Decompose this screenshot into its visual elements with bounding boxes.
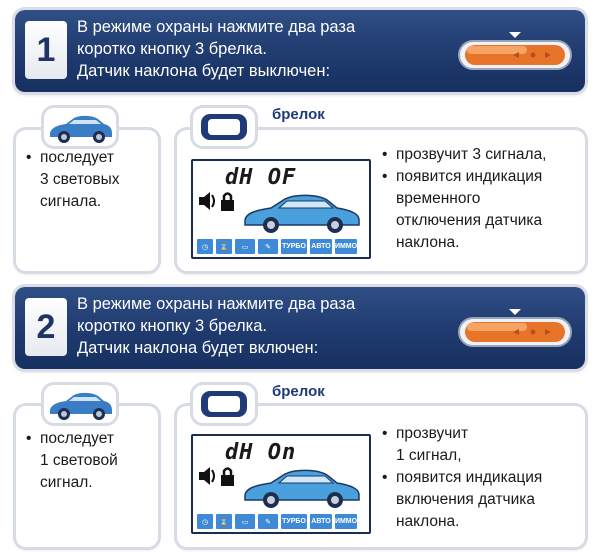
lcd-code: dH OF [225,165,297,190]
key-fob-button-icon [458,309,572,347]
car-response-line: 3 световых [40,171,120,188]
fob-response-line: появится индикация [396,168,543,185]
car-response: • последует 3 световых сигнала. [26,147,152,213]
battery-icon: ▭ [235,514,255,529]
bullet: • [26,430,32,447]
wrench-icon: ✎ [258,239,278,254]
auto-indicator: АВТО [310,239,332,254]
car-badge [44,108,116,146]
car-response-line: сигнал. [40,474,93,491]
fob-response-line: прозвучит [396,425,469,442]
battery-icon: ▭ [235,239,255,254]
key-fob-button-icon [458,32,572,70]
lcd-status-icons: ◷ ⌛ ▭ ✎ ТУРБО АВТО ИММО [197,514,357,529]
instruction-line: В режиме охраны нажмите два раза [77,295,356,313]
hourglass-icon: ⌛ [216,239,232,254]
car-response: • последует 1 световой сигнал. [26,428,152,494]
bullet: • [26,149,32,166]
lcd-display: dH OF ◷ ⌛ ▭ ✎ ТУРБО АВТО ИММО [191,159,371,259]
fob-badge [193,108,255,146]
bullet: • [382,425,388,442]
car-panel: • последует 1 световой сигнал. [16,406,158,547]
instruction-line: коротко кнопку 3 брелка. [77,317,267,335]
lcd-car-icon [244,469,360,508]
auto-indicator: АВТО [310,514,332,529]
car-response-line: сигнала. [40,193,102,210]
lcd-display: dH On ◷ ⌛ ▭ ✎ ТУРБО АВТО ИММО [191,434,371,534]
car-icon [50,115,112,143]
step-2-header: 2 В режиме охраны нажмите два раза корот… [15,287,585,369]
fob-response-line: прозвучит 3 сигнала, [396,146,547,163]
car-response-line: последует [40,430,114,447]
fob-response: • прозвучит 3 сигнала, • появится индикаци… [382,144,582,254]
car-panel: • последует 3 световых сигнала. [16,130,158,271]
key-fob-icon [201,114,247,140]
instruction-line: Датчик наклона будет выключен: [77,62,331,80]
lcd-status-icons: ◷ ⌛ ▭ ✎ ТУРБО АВТО ИММО [197,239,357,254]
instruction-line: В режиме охраны нажмите два раза [77,18,356,36]
car-icon [50,392,112,420]
clock-icon: ◷ [197,239,213,254]
turbo-indicator: ТУРБО [281,239,307,254]
siren-lock-icon [199,467,234,486]
step-instruction: В режиме охраны нажмите два раза коротко… [77,293,407,359]
fob-response-line: отключения датчика [396,212,543,229]
fob-response-line: 1 сигнал, [396,447,462,464]
step-instruction: В режиме охраны нажмите два раза коротко… [77,16,407,82]
bullet: • [382,168,388,185]
car-response-line: последует [40,149,114,166]
car-badge [44,385,116,423]
step-number: 1 [25,21,67,79]
fob-response-line: наклона. [396,513,460,530]
lcd-car-icon [244,194,360,233]
turbo-indicator: ТУРБО [281,514,307,529]
fob-response: • прозвучит 1 сигнал, • появится индикация… [382,423,582,533]
step-1-header: 1 В режиме охраны нажмите два раза корот… [15,10,585,92]
immo-indicator: ИММО [335,514,357,529]
fob-badge [193,385,255,423]
fob-label: брелок [272,106,325,123]
siren-lock-icon [199,192,234,211]
fob-label: брелок [272,383,325,400]
lcd-code: dH On [225,440,297,465]
fob-response-line: временного [396,190,481,207]
fob-response-line: наклона. [396,234,460,251]
instruction-line: Датчик наклона будет включен: [77,339,319,357]
bullet: • [382,469,388,486]
clock-icon: ◷ [197,514,213,529]
key-fob-icon [201,391,247,417]
fob-response-line: появится индикация [396,469,543,486]
bullet: • [382,146,388,163]
car-response-line: 1 световой [40,452,118,469]
hourglass-icon: ⌛ [216,514,232,529]
fob-response-line: включения датчика [396,491,536,508]
immo-indicator: ИММО [335,239,357,254]
step-number: 2 [25,298,67,356]
wrench-icon: ✎ [258,514,278,529]
instruction-line: коротко кнопку 3 брелка. [77,40,267,58]
